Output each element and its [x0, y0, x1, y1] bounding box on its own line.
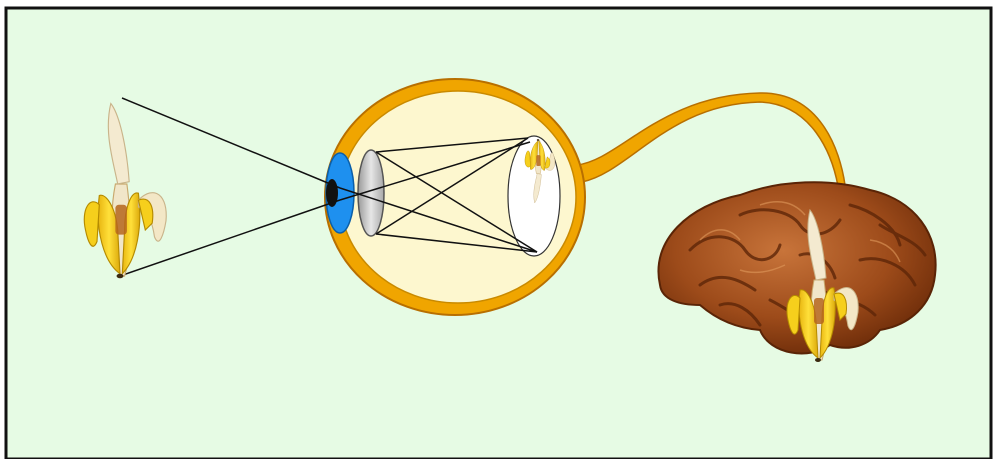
eyeball: [325, 79, 585, 315]
